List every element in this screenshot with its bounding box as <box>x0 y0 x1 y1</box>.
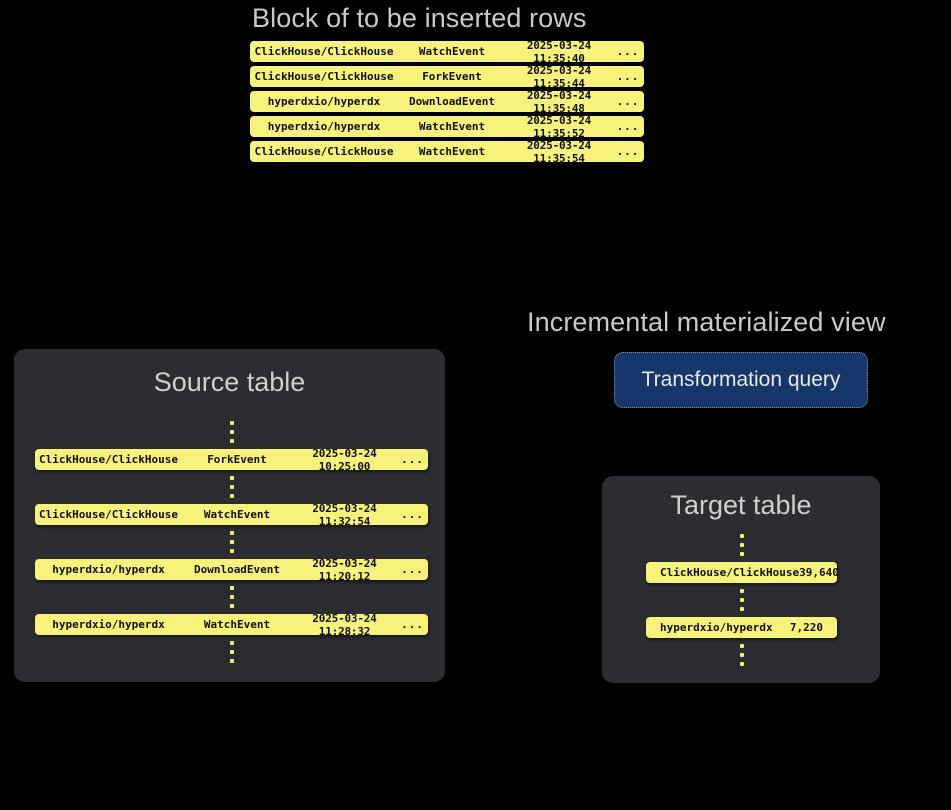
transformation-query-box[interactable]: Transformation query <box>614 352 868 408</box>
materialized-view-heading: Incremental materialized view <box>527 307 886 337</box>
row-repo: ClickHouse/ClickHouse <box>254 70 394 83</box>
vertical-ellipsis-icon <box>35 635 428 669</box>
table-row: hyperdxio/hyperdx 7,220 <box>646 617 837 638</box>
row-repo: ClickHouse/ClickHouse <box>38 453 179 466</box>
table-row: ClickHouse/ClickHouse WatchEvent 2025-03… <box>250 141 644 162</box>
row-event: ForkEvent <box>422 70 482 83</box>
source-table-title: Source table <box>153 367 306 397</box>
vertical-ellipsis-icon <box>646 528 837 562</box>
row-timestamp: 2025-03-24 11:35:40 <box>526 41 592 62</box>
row-timestamp: 2025-03-24 11:35:54 <box>526 141 592 162</box>
row-more: ... <box>401 508 424 521</box>
vertical-ellipsis-icon <box>35 580 428 614</box>
row-repo: hyperdxio/hyperdx <box>660 621 773 634</box>
block-of-rows-list: ClickHouse/ClickHouse WatchEvent 2025-03… <box>250 41 644 166</box>
row-repo: hyperdxio/hyperdx <box>267 95 381 108</box>
row-more: ... <box>401 453 424 466</box>
table-row: ClickHouse/ClickHouse 39,640 <box>646 562 837 583</box>
vertical-ellipsis-icon <box>646 638 837 672</box>
vertical-ellipsis-icon <box>646 583 837 617</box>
table-row: ClickHouse/ClickHouse ForkEvent 2025-03-… <box>35 449 428 470</box>
vertical-ellipsis-icon <box>35 470 428 504</box>
row-repo: hyperdxio/hyperdx <box>52 618 165 631</box>
row-event: WatchEvent <box>418 45 486 58</box>
table-row: hyperdxio/hyperdx DownloadEvent 2025-03-… <box>35 559 428 580</box>
row-event: ForkEvent <box>207 453 267 466</box>
row-more: ... <box>616 95 640 108</box>
table-row: hyperdxio/hyperdx WatchEvent 2025-03-24 … <box>250 116 644 137</box>
row-event: DownloadEvent <box>193 563 281 576</box>
row-timestamp: 2025-03-24 11:28:32 <box>312 614 377 635</box>
row-more: ... <box>401 618 424 631</box>
row-repo: ClickHouse/ClickHouse <box>254 45 394 58</box>
row-event: DownloadEvent <box>408 95 496 108</box>
block-of-rows-heading: Block of to be inserted rows <box>252 3 587 33</box>
table-row: ClickHouse/ClickHouse WatchEvent 2025-03… <box>35 504 428 525</box>
table-row: ClickHouse/ClickHouse WatchEvent 2025-03… <box>250 41 644 62</box>
row-more: ... <box>616 145 640 158</box>
row-more: ... <box>401 563 424 576</box>
row-timestamp: 2025-03-24 11:20:12 <box>312 559 377 580</box>
row-timestamp: 2025-03-24 10:25:00 <box>312 449 377 470</box>
target-table-rows: ClickHouse/ClickHouse 39,640 hyperdxio/h… <box>646 528 837 672</box>
row-count: 39,640 <box>799 566 837 579</box>
row-event: WatchEvent <box>418 145 486 158</box>
vertical-ellipsis-icon <box>35 525 428 559</box>
source-table-rows: ClickHouse/ClickHouse ForkEvent 2025-03-… <box>35 415 428 669</box>
row-timestamp: 2025-03-24 11:35:52 <box>526 116 592 137</box>
row-repo: ClickHouse/ClickHouse <box>38 508 179 521</box>
row-event: WatchEvent <box>203 508 271 521</box>
table-row: hyperdxio/hyperdx DownloadEvent 2025-03-… <box>250 91 644 112</box>
row-timestamp: 2025-03-24 11:35:48 <box>526 91 592 112</box>
row-repo: ClickHouse/ClickHouse <box>660 566 800 579</box>
row-event: WatchEvent <box>203 618 271 631</box>
source-table-panel: Source table ClickHouse/ClickHouse ForkE… <box>14 349 445 682</box>
row-repo: hyperdxio/hyperdx <box>52 563 165 576</box>
row-more: ... <box>616 120 640 133</box>
vertical-ellipsis-icon <box>35 415 428 449</box>
row-timestamp: 2025-03-24 11:35:44 <box>526 66 592 87</box>
row-timestamp: 2025-03-24 11:32:54 <box>312 504 377 525</box>
target-table-title: Target table <box>670 490 812 520</box>
row-count: 7,220 <box>789 621 823 634</box>
row-more: ... <box>616 45 640 58</box>
row-repo: ClickHouse/ClickHouse <box>254 145 394 158</box>
target-table-panel: Target table ClickHouse/ClickHouse 39,64… <box>602 476 880 683</box>
row-repo: hyperdxio/hyperdx <box>267 120 381 133</box>
table-row: ClickHouse/ClickHouse ForkEvent 2025-03-… <box>250 66 644 87</box>
row-more: ... <box>616 70 640 83</box>
table-row: hyperdxio/hyperdx WatchEvent 2025-03-24 … <box>35 614 428 635</box>
row-event: WatchEvent <box>418 120 486 133</box>
